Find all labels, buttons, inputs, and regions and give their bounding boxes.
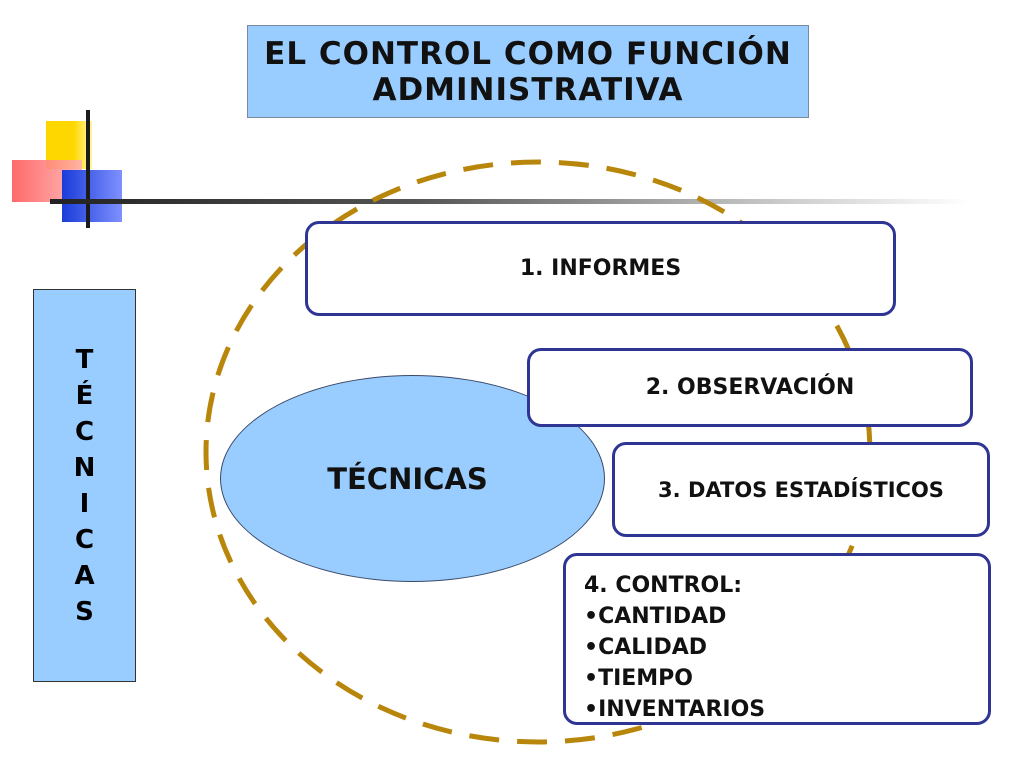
control-subitems: Cantidad Calidad Tiempo Inventarios: [584, 601, 988, 725]
decor-vertical-line: [86, 110, 90, 228]
control-subitem: Calidad: [584, 632, 988, 663]
technique-label: 3. Datos estadísticos: [658, 477, 944, 502]
technique-label: 4. Control:: [584, 573, 743, 598]
side-letter: A: [74, 560, 95, 591]
technique-label: 2. Observación: [645, 375, 855, 400]
control-subitem: Cantidad: [584, 601, 988, 632]
title-line-1: El control como función: [264, 35, 792, 72]
side-letter: I: [79, 488, 90, 519]
center-label: Técnicas: [327, 461, 488, 496]
decor-blue-square: [62, 170, 122, 222]
decor-horizontal-line: [50, 199, 970, 204]
technique-box-control: 4. Control: Cantidad Calidad Tiempo Inve…: [563, 553, 991, 725]
technique-box-datos-estadisticos: 3. Datos estadísticos: [612, 442, 990, 537]
control-subitem: Tiempo: [584, 663, 988, 694]
side-letter: C: [74, 524, 95, 555]
side-letter: N: [73, 452, 96, 483]
side-letter: S: [75, 596, 94, 627]
title-line-2: administrativa: [372, 71, 684, 108]
title-box: El control como función administrativa: [247, 25, 809, 118]
technique-box-observacion: 2. Observación: [527, 348, 973, 427]
technique-label: 1. Informes: [519, 256, 682, 281]
side-vertical-label: T É C N I C A S: [33, 289, 136, 682]
control-subitem: Inventarios: [584, 694, 988, 725]
side-letter: C: [74, 416, 95, 447]
technique-box-informes: 1. Informes: [305, 221, 896, 316]
side-letter: É: [75, 380, 94, 411]
side-letter: T: [75, 344, 94, 375]
